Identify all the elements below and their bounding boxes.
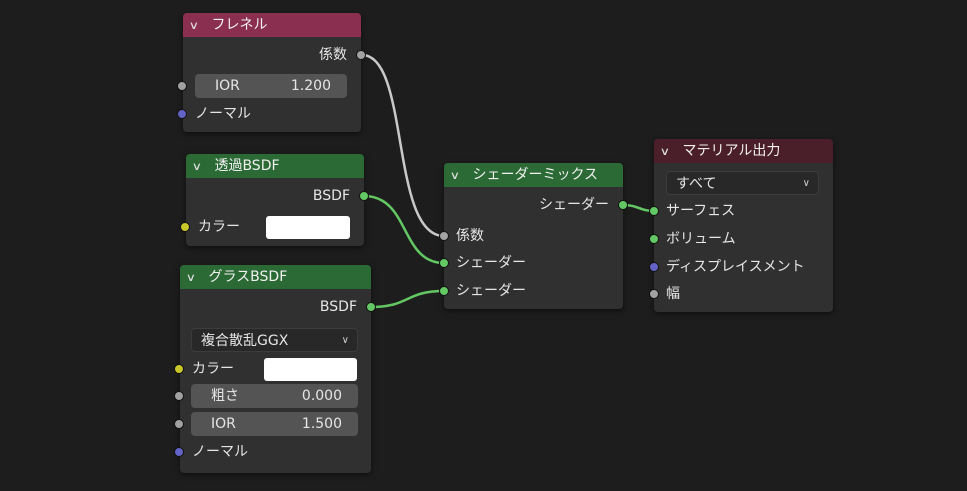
transparent-bsdf-output-socket[interactable] bbox=[359, 191, 369, 201]
output-volume-label: ボリューム bbox=[666, 231, 736, 247]
transparent-output-bsdf: BSDF bbox=[186, 185, 364, 207]
transparent-color-label: カラー bbox=[198, 219, 240, 235]
output-input-thickness: 幅 bbox=[654, 283, 833, 305]
link-glass-bsdf-to-mix-shader2[interactable] bbox=[370, 289, 445, 309]
fresnel-node[interactable]: ∨ フレネル 係数 IOR 1.200 ノーマル bbox=[177, 13, 366, 132]
glass-distribution-dropdown[interactable]: 複合散乱GGX ∨ bbox=[191, 328, 358, 352]
glass-bsdf-header[interactable]: ∨ グラスBSDF bbox=[180, 265, 371, 289]
glass-color-input-socket[interactable] bbox=[174, 364, 184, 374]
glass-roughness-field[interactable]: 粗さ 0.000 bbox=[191, 384, 358, 408]
mix-shader-node[interactable]: ∨ シェーダーミックス シェーダー 係数 シェーダー シェーダー bbox=[439, 163, 628, 309]
link-transparent-bsdf-to-mix-shader1[interactable] bbox=[363, 194, 445, 265]
material-output-header[interactable]: ∨ マテリアル出力 bbox=[654, 139, 833, 163]
transparent-color-input-socket[interactable] bbox=[180, 222, 190, 232]
glass-color-swatch[interactable] bbox=[264, 358, 357, 381]
transparent-output-bsdf-label: BSDF bbox=[312, 188, 350, 204]
glass-bsdf-title: グラスBSDF bbox=[208, 269, 288, 285]
output-displacement-input-socket[interactable] bbox=[649, 262, 659, 272]
mix-shader1-label: シェーダー bbox=[456, 255, 526, 271]
mix-output-shader-label: シェーダー bbox=[539, 197, 609, 213]
fresnel-normal-label: ノーマル bbox=[195, 106, 251, 122]
collapse-chevron-icon[interactable]: ∨ bbox=[191, 160, 203, 173]
glass-color-label: カラー bbox=[192, 361, 234, 377]
output-input-displacement: ディスプレイスメント bbox=[654, 256, 833, 278]
glass-input-normal: ノーマル bbox=[180, 441, 371, 463]
mix-factor-input-socket[interactable] bbox=[439, 231, 449, 241]
glass-output-bsdf: BSDF bbox=[180, 296, 371, 318]
output-input-surface: サーフェス bbox=[654, 200, 833, 222]
glass-output-bsdf-label: BSDF bbox=[319, 299, 357, 315]
output-volume-input-socket[interactable] bbox=[649, 234, 659, 244]
glass-ior-label: IOR bbox=[211, 416, 236, 432]
glass-ior-field[interactable]: IOR 1.500 bbox=[191, 412, 358, 436]
fresnel-ior-label: IOR bbox=[215, 78, 240, 94]
glass-normal-input-socket[interactable] bbox=[174, 447, 184, 457]
fresnel-normal-input-socket[interactable] bbox=[177, 109, 187, 119]
mix-input-factor: 係数 bbox=[444, 225, 623, 247]
transparent-color-swatch[interactable] bbox=[266, 216, 350, 239]
output-thickness-input-socket[interactable] bbox=[649, 289, 659, 299]
fresnel-node-title: フレネル bbox=[211, 17, 268, 33]
chevron-down-icon: ∨ bbox=[341, 335, 349, 346]
output-input-volume: ボリューム bbox=[654, 228, 833, 250]
glass-roughness-input-socket[interactable] bbox=[174, 391, 184, 401]
collapse-chevron-icon[interactable]: ∨ bbox=[449, 169, 461, 182]
collapse-chevron-icon[interactable]: ∨ bbox=[659, 145, 671, 158]
fresnel-output-factor: 係数 bbox=[183, 44, 361, 66]
fresnel-ior-value: 1.200 bbox=[290, 78, 331, 94]
fresnel-factor-output-socket[interactable] bbox=[356, 50, 366, 60]
fresnel-output-factor-label: 係数 bbox=[319, 47, 347, 63]
output-thickness-label: 幅 bbox=[666, 286, 680, 302]
mix-shader2-label: シェーダー bbox=[456, 283, 526, 299]
output-target-value: すべて bbox=[676, 176, 717, 192]
glass-distribution-value: 複合散乱GGX bbox=[201, 333, 289, 349]
glass-roughness-value: 0.000 bbox=[301, 388, 342, 404]
mix-factor-label: 係数 bbox=[456, 228, 484, 244]
fresnel-node-header[interactable]: ∨ フレネル bbox=[183, 13, 361, 37]
glass-input-color: カラー bbox=[180, 358, 371, 380]
transparent-bsdf-node[interactable]: ∨ 透過BSDF BSDF カラー bbox=[180, 154, 369, 246]
output-target-dropdown[interactable]: すべて ∨ bbox=[666, 171, 819, 195]
transparent-bsdf-header[interactable]: ∨ 透過BSDF bbox=[186, 154, 364, 178]
mix-input-shader-1: シェーダー bbox=[444, 252, 623, 274]
material-output-title: マテリアル出力 bbox=[682, 143, 781, 159]
mix-shader2-input-socket[interactable] bbox=[439, 286, 449, 296]
fresnel-ior-field[interactable]: IOR 1.200 bbox=[195, 74, 347, 98]
glass-bsdf-output-socket[interactable] bbox=[366, 302, 376, 312]
mix-shader-header[interactable]: ∨ シェーダーミックス bbox=[444, 163, 623, 187]
mix-output-shader: シェーダー bbox=[444, 194, 623, 216]
output-surface-input-socket[interactable] bbox=[649, 206, 659, 216]
glass-bsdf-node[interactable]: ∨ グラスBSDF BSDF 複合散乱GGX ∨ カラー 粗さ 0.000 IO… bbox=[174, 265, 376, 473]
transparent-input-color: カラー bbox=[186, 216, 364, 238]
mix-shader1-input-socket[interactable] bbox=[439, 258, 449, 268]
glass-ior-input-socket[interactable] bbox=[174, 419, 184, 429]
chevron-down-icon: ∨ bbox=[802, 178, 810, 189]
mix-input-shader-2: シェーダー bbox=[444, 280, 623, 302]
collapse-chevron-icon[interactable]: ∨ bbox=[188, 19, 200, 32]
fresnel-input-normal: ノーマル bbox=[183, 103, 361, 125]
output-surface-label: サーフェス bbox=[666, 203, 736, 219]
transparent-bsdf-title: 透過BSDF bbox=[214, 158, 280, 174]
mix-shader-title: シェーダーミックス bbox=[472, 167, 599, 183]
output-displacement-label: ディスプレイスメント bbox=[666, 259, 805, 275]
collapse-chevron-icon[interactable]: ∨ bbox=[185, 271, 197, 284]
link-fresnel-factor-to-mix-factor[interactable] bbox=[361, 53, 445, 238]
material-output-node[interactable]: ∨ マテリアル出力 すべて ∨ サーフェス ボリューム ディスプレイスメント 幅 bbox=[649, 139, 833, 312]
fresnel-ior-input-socket[interactable] bbox=[177, 81, 187, 91]
mix-shader-output-socket[interactable] bbox=[618, 200, 628, 210]
glass-roughness-label: 粗さ bbox=[211, 388, 239, 404]
glass-normal-label: ノーマル bbox=[192, 444, 248, 460]
glass-ior-value: 1.500 bbox=[301, 416, 342, 432]
